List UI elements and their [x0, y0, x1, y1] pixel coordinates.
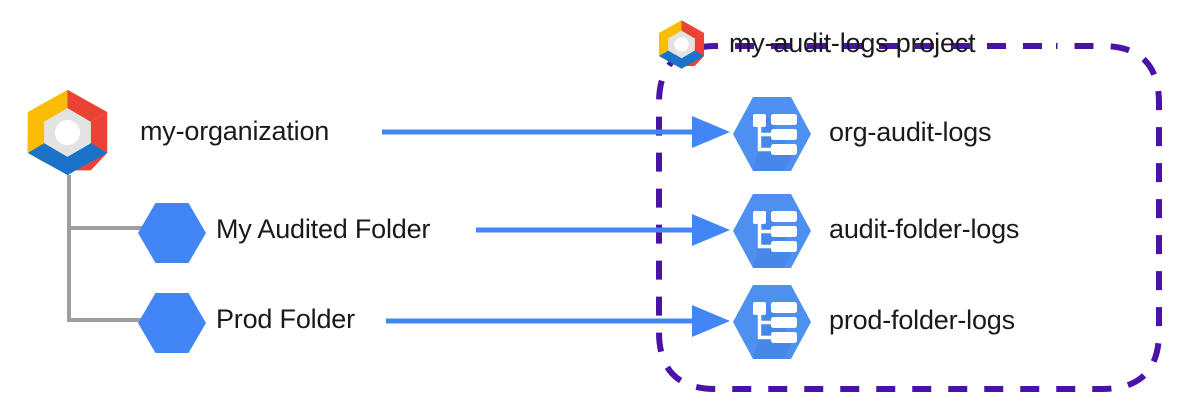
log-sink-icon-0 — [731, 95, 813, 173]
log-sink-icon-1 — [731, 192, 813, 270]
sink-label-0: org-audit-logs — [829, 117, 992, 147]
folder-label-0: My Audited Folder — [216, 214, 431, 244]
folder-hexagon-icon-1 — [137, 292, 207, 354]
arrow-folder0-to-sink — [476, 214, 730, 246]
sink-label-1: audit-folder-logs — [829, 214, 1020, 244]
gcp-organization-icon — [19, 84, 116, 181]
log-sink-icon-2 — [731, 283, 813, 361]
project-boundary — [656, 43, 1162, 392]
gcp-project-icon — [654, 17, 709, 72]
folder-hexagon-icon-0 — [137, 202, 207, 264]
arrow-org-to-sink — [382, 116, 730, 148]
organization-label: my-organization — [140, 116, 330, 146]
arrow-folder1-to-sink — [386, 305, 730, 337]
project-label: my-audit-logs project — [729, 28, 976, 58]
sink-label-2: prod-folder-logs — [829, 305, 1015, 335]
folder-label-1: Prod Folder — [216, 304, 355, 334]
org-tree-connector — [67, 175, 148, 322]
